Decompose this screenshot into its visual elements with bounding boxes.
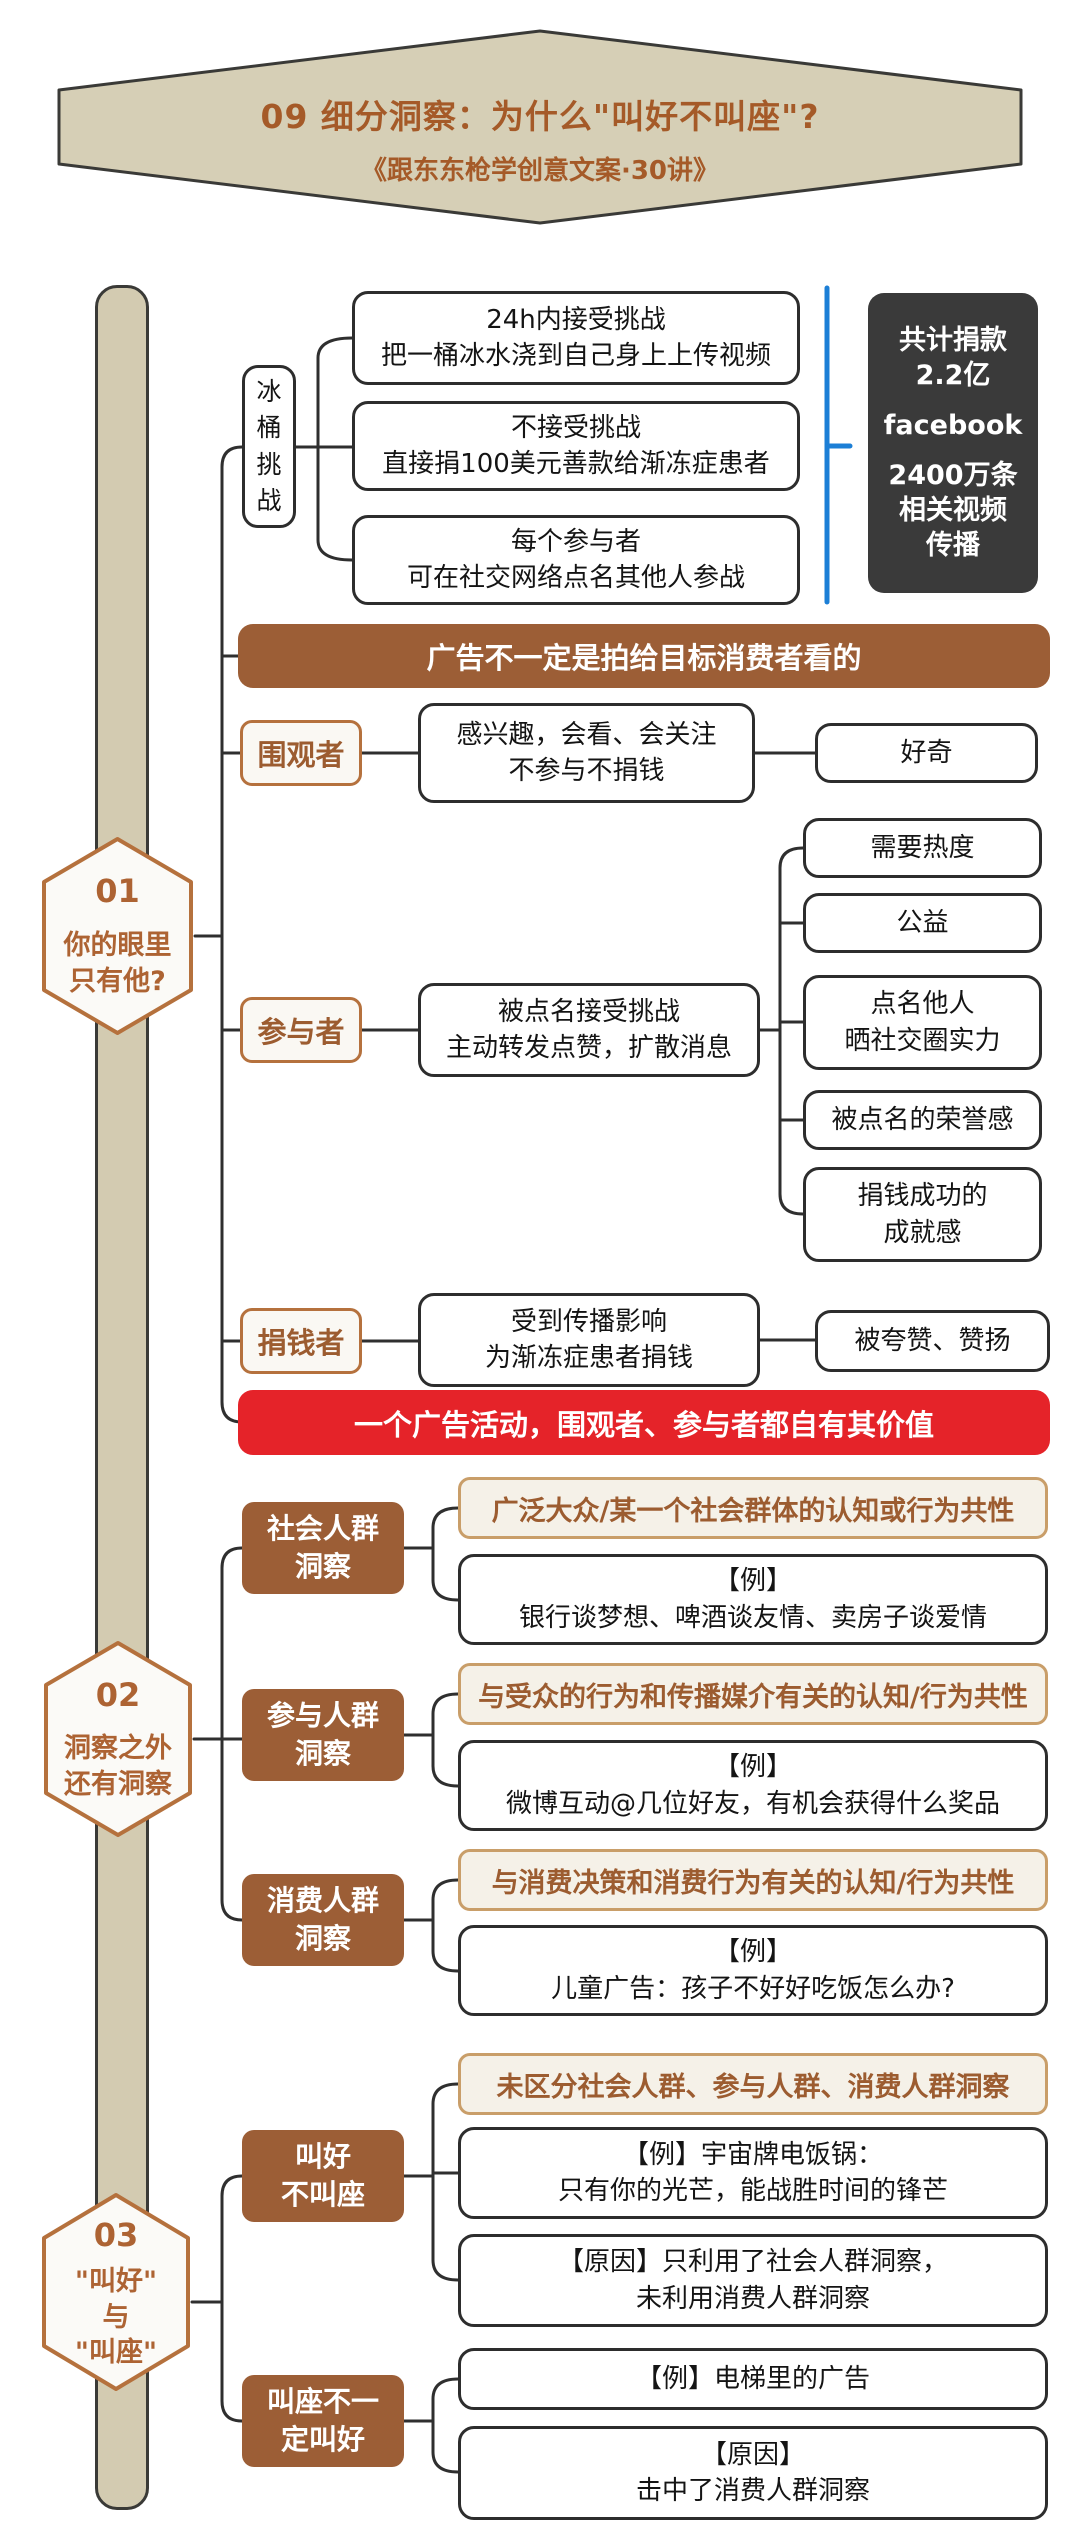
timeline-bar	[95, 285, 149, 2510]
acclaim-no-sales-highlight: 未区分社会人群、参与人群、消费人群洞察	[458, 2053, 1048, 2115]
hexagon-shape	[42, 837, 193, 1035]
facebook-stat-bracket	[824, 285, 853, 605]
group-consumer-insight: 消费人群 洞察	[242, 1874, 404, 1966]
group-participation-insight: 参与人群 洞察	[242, 1689, 404, 1781]
section-03-node: 03 "叫好" 与 "叫座"	[40, 2192, 192, 2392]
section-03-number: 03	[93, 2216, 139, 2254]
section-02-title: 洞察之外 还有洞察	[64, 1733, 172, 1800]
participant-reward-box: 点名他人 晒社交圈实力	[803, 975, 1042, 1070]
hexagon-shape	[42, 2193, 190, 2391]
onlooker-behavior-box: 感兴趣，会看、会关注 不参与不捐钱	[418, 703, 755, 803]
participant-behavior-box: 被点名接受挑战 主动转发点赞，扩散消息	[418, 983, 760, 1077]
participant-reward-box: 捐钱成功的 成就感	[803, 1167, 1042, 1262]
donor-behavior-box: 受到传播影响 为渐冻症患者捐钱	[418, 1293, 760, 1387]
rule-box-decline: 不接受挑战 直接捐100美元善款给渐冻症患者	[352, 401, 800, 491]
sales-no-acclaim-example: 【例】电梯里的广告	[458, 2348, 1048, 2410]
acclaim-no-sales-reason: 【原因】只利用了社会人群洞察， 未利用消费人群洞察	[458, 2234, 1048, 2327]
stat-video-count: 2400万条 相关视频 传播	[888, 459, 1018, 561]
group-acclaim-no-sales: 叫好 不叫座	[242, 2130, 404, 2222]
title-banner: 09 细分洞察：为什么"叫好不叫座"? 《跟东东枪学创意文案·30讲》	[55, 28, 1025, 226]
hexagon-shape	[44, 1641, 192, 1837]
section-02-node: 02 洞察之外 还有洞察	[42, 1640, 194, 1838]
section-02-number: 02	[95, 1675, 141, 1714]
group-social-insight: 社会人群 洞察	[242, 1502, 404, 1594]
consumer-insight-example: 【例】 儿童广告：孩子不好好吃饭怎么办?	[458, 1925, 1048, 2016]
section-03-title: "叫好" 与 "叫座"	[74, 2266, 158, 2369]
sales-no-acclaim-reason: 【原因】 击中了消费人群洞察	[458, 2426, 1048, 2520]
acclaim-no-sales-example: 【例】宇宙牌电饭锅： 只有你的光芒，能战胜时间的锋芒	[458, 2127, 1048, 2219]
rule-box-nominate: 每个参与者 可在社交网络点名其他人参战	[352, 515, 800, 605]
role-participant: 参与者	[240, 997, 362, 1063]
section-01-title: 你的眼里 只有他?	[63, 930, 172, 997]
participant-reward-box: 需要热度	[803, 818, 1042, 878]
rule-box-accept: 24h内接受挑战 把一桶冰水浇到自己身上上传视频	[352, 291, 800, 385]
section-01-node: 01 你的眼里 只有他?	[40, 836, 195, 1036]
facebook-stats-panel: 共计捐款 2.2亿 facebook 2400万条 相关视频 传播	[868, 293, 1038, 593]
banner-shape	[57, 29, 1023, 225]
ice-bucket-label-box: 冰 桶 挑 战	[242, 365, 296, 528]
consumer-insight-definition: 与消费决策和消费行为有关的认知/行为共性	[458, 1849, 1048, 1911]
group-sales-no-acclaim: 叫座不一 定叫好	[242, 2375, 404, 2467]
participation-insight-example: 【例】 微博互动@几位好友，有机会获得什么奖品	[458, 1740, 1048, 1831]
social-insight-definition: 广泛大众/某一个社会群体的认知或行为共性	[458, 1477, 1048, 1539]
role-onlooker: 围观者	[240, 720, 362, 786]
insight-banner-top: 广告不一定是拍给目标消费者看的	[238, 624, 1050, 688]
onlooker-reward-box: 好奇	[815, 723, 1038, 783]
social-insight-example: 【例】 银行谈梦想、啤酒谈友情、卖房子谈爱情	[458, 1554, 1048, 1645]
role-donor: 捐钱者	[240, 1308, 362, 1374]
insight-banner-bottom: 一个广告活动，围观者、参与者都自有其价值	[238, 1390, 1050, 1455]
participant-reward-box: 公益	[803, 893, 1042, 953]
stat-total-donation: 共计捐款 2.2亿	[899, 325, 1007, 392]
participation-insight-definition: 与受众的行为和传播媒介有关的认知/行为共性	[458, 1663, 1048, 1725]
page-subtitle: 《跟东东枪学创意文案·30讲》	[360, 156, 720, 186]
donor-reward-box: 被夸赞、赞扬	[815, 1310, 1050, 1372]
page-title: 09 细分洞察：为什么"叫好不叫座"?	[260, 97, 820, 136]
section-01-number: 01	[95, 872, 140, 910]
stat-facebook: facebook	[883, 409, 1023, 441]
participant-reward-box: 被点名的荣誉感	[803, 1090, 1042, 1150]
